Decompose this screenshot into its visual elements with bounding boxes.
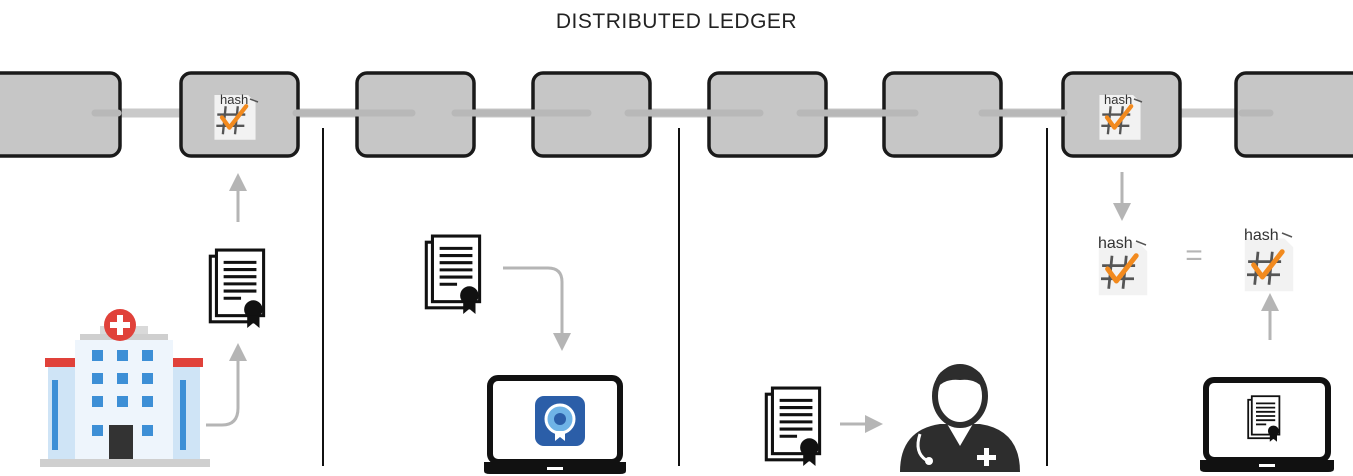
badge-app-icon: [535, 396, 585, 446]
deliver-arrow: [503, 266, 571, 351]
certificate-icon: [1247, 395, 1281, 443]
certificate-icon: [208, 248, 266, 330]
svg-text:hash: hash: [1104, 92, 1132, 107]
certificate-icon: [424, 234, 482, 316]
hospital-icon: [40, 309, 210, 467]
svg-text:hash: hash: [1244, 227, 1279, 244]
ledger-block: [1234, 71, 1353, 158]
svg-text:hash: hash: [220, 92, 248, 107]
diagram-title: DISTRIBUTED LEDGER: [555, 10, 798, 33]
equals-sign: =: [1185, 239, 1203, 272]
issue-arrows: [206, 173, 247, 427]
svg-text:hash: hash: [1098, 235, 1133, 252]
doctor-icon: [900, 364, 1020, 472]
certificate-icon: [764, 386, 822, 468]
hash-document-icon: hash: [214, 92, 259, 140]
section-dividers: [322, 128, 1048, 466]
hash-document-icon: hash: [1098, 235, 1147, 295]
hash-document-icon: hash: [1099, 92, 1142, 140]
hash-document-icon: hash: [1244, 227, 1293, 291]
